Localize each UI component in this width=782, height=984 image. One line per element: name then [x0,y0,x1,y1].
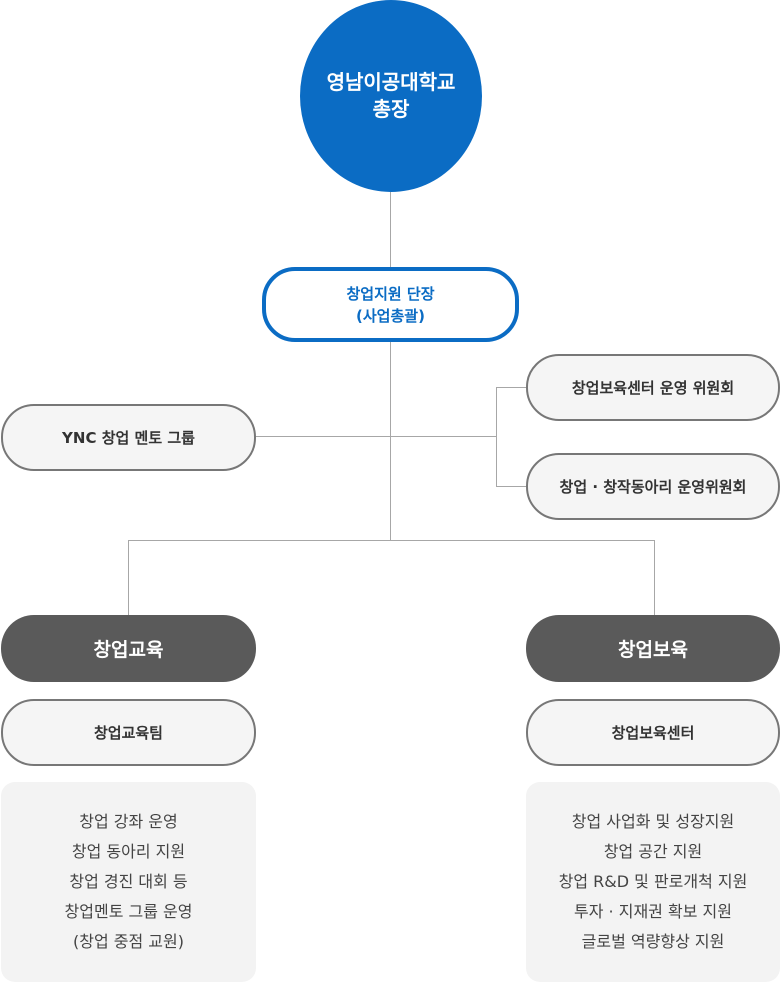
branch-education-team: 창업교육팀 [1,699,256,766]
duty-item: 글로벌 역량향상 지원 [581,932,725,951]
director-line1: 창업지원 단장 [346,284,435,303]
connector-director-trunk [390,340,391,540]
branch-incubation-team-label: 창업보육센터 [611,724,695,742]
connector-mentor [255,436,497,437]
connector-branch-left [128,540,129,616]
duty-item: 창업 R&D 및 판로개척 지원 [558,872,748,891]
duty-item: 투자 · 지재권 확보 지원 [574,902,732,921]
duty-item: 창업멘토 그룹 운영 [64,902,193,921]
branch-incubation-duties: 창업 사업화 및 성장지원 창업 공간 지원 창업 R&D 및 판로개척 지원 … [526,782,780,982]
director-node: 창업지원 단장 (사업총괄) [262,267,519,342]
duty-item: (창업 중점 교원) [73,932,184,951]
branch-education-duties: 창업 강좌 운영 창업 동아리 지원 창업 경진 대회 등 창업멘토 그룹 운영… [1,782,256,982]
connector-committee-1 [496,387,528,388]
duty-item: 창업 사업화 및 성장지원 [571,812,735,831]
branch-education-team-label: 창업교육팀 [93,724,163,742]
president-line2: 총장 [372,97,410,121]
duty-item: 창업 동아리 지원 [71,842,186,861]
president-line1: 영남이공대학교 [326,70,456,94]
committee-label-2: 창업 · 창작동아리 운영위원회 [559,478,747,496]
committee-label-1: 창업보육센터 운영 위원회 [571,379,735,397]
president-node: 영남이공대학교 총장 [300,0,482,192]
duty-item: 창업 공간 지원 [603,842,703,861]
branch-incubation-team: 창업보육센터 [526,699,780,766]
connector-committee-2 [496,486,528,487]
mentor-group-label: YNC 창업 멘토 그룹 [62,429,195,447]
connector-branches-horizontal [128,540,655,541]
duty-item: 창업 경진 대회 등 [69,872,188,891]
branch-incubation-header: 창업보육 [526,615,780,682]
mentor-group-node: YNC 창업 멘토 그룹 [1,404,256,471]
branch-incubation-title: 창업보육 [618,639,688,661]
committee-node-2: 창업 · 창작동아리 운영위원회 [526,453,780,520]
branch-education-header: 창업교육 [1,615,256,682]
connector-president-director [390,192,391,270]
branch-education-title: 창업교육 [93,639,164,661]
duty-item: 창업 강좌 운영 [79,812,178,831]
director-line2: (사업총괄) [356,306,425,325]
connector-committee-vertical [496,387,497,487]
connector-branch-right [654,540,655,616]
committee-node-1: 창업보육센터 운영 위원회 [526,354,780,421]
